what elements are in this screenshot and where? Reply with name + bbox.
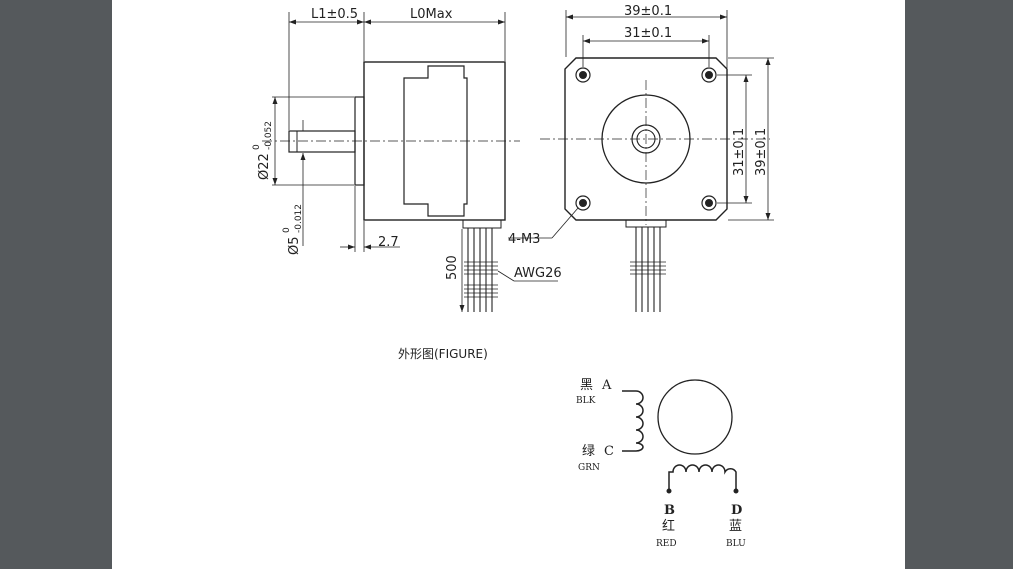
wire-b-color-cn: 红 <box>662 518 675 534</box>
drawing-sheet <box>112 0 905 569</box>
dim-width-39: 39±0.1 <box>624 4 672 19</box>
dim-flange-tol-upper: 0 <box>252 144 262 150</box>
wire-d-color-cn: 蓝 <box>729 519 742 534</box>
wire-c-letter: C <box>604 444 614 459</box>
figure-caption: 外形图(FIGURE) <box>398 347 488 361</box>
dim-width-31: 31±0.1 <box>624 26 672 41</box>
dim-flange-tol-lower: -0.052 <box>264 121 274 150</box>
wire-d-letter: D <box>731 503 742 518</box>
dim-mount-holes: 4-M3 <box>508 232 540 247</box>
dimension-labels: L1±0.5 L0Max 39±0.1 31±0.1 31±0.1 39±0.1… <box>252 4 769 281</box>
dim-shaft-tol-lower: -0.012 <box>294 204 304 233</box>
wire-c-color-en: GRN <box>578 463 600 473</box>
wire-c-color-cn: 绿 <box>582 444 595 459</box>
wire-a-color-cn: 黑 <box>580 378 593 393</box>
dim-shaft-tol-upper: 0 <box>282 227 292 233</box>
wire-b-color-en: RED <box>656 539 677 549</box>
dim-height-39: 39±0.1 <box>754 128 769 176</box>
wiring-labels: 黑 A BLK 绿 C GRN B 红 RED D 蓝 BLU <box>576 378 746 549</box>
wire-b-letter: B <box>664 503 675 518</box>
front-view <box>508 10 774 312</box>
wire-a-color-en: BLK <box>576 396 596 406</box>
wire-d-color-en: BLU <box>726 539 746 549</box>
dim-flange-thickness: 2.7 <box>378 235 399 250</box>
dim-shaft-diameter: Ø5 <box>287 236 302 255</box>
dim-wire-gauge: AWG26 <box>514 266 562 281</box>
dim-wire-length: 500 <box>445 255 460 280</box>
wire-a-letter: A <box>601 378 612 393</box>
dim-height-31: 31±0.1 <box>732 128 747 176</box>
wiring-diagram <box>622 379 739 494</box>
dim-flange-diameter: Ø22 <box>257 153 272 180</box>
dim-l1: L1±0.5 <box>311 7 358 22</box>
side-view <box>262 12 558 312</box>
dim-l0: L0Max <box>410 7 453 22</box>
